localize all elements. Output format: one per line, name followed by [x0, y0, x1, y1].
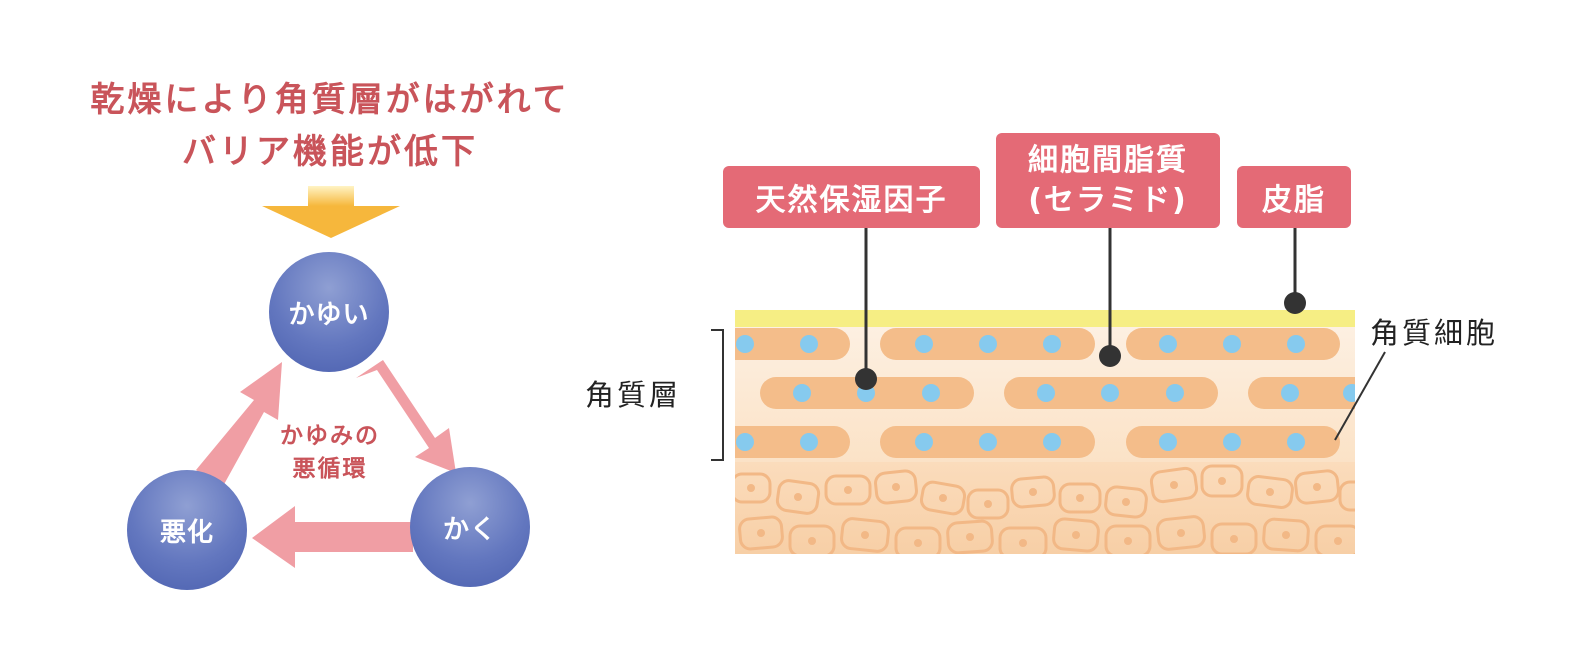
stratum-corneum-bracket [711, 330, 723, 460]
label-corneocyte: 角質細胞 [1370, 310, 1498, 352]
tag-intercellular-lipid: 細胞間脂質 (セラミド) [996, 133, 1220, 228]
sebum-layer [735, 310, 1355, 327]
tag-sebum: 皮脂 [1237, 166, 1351, 228]
tag-natural-moisturizing-factor: 天然保湿因子 [723, 166, 980, 228]
label-stratum-corneum: 角質層 [585, 372, 681, 414]
tag-intercellular-lipid-line-1: 細胞間脂質 [1028, 141, 1188, 181]
tag-intercellular-lipid-line-2: (セラミド) [1028, 181, 1187, 221]
